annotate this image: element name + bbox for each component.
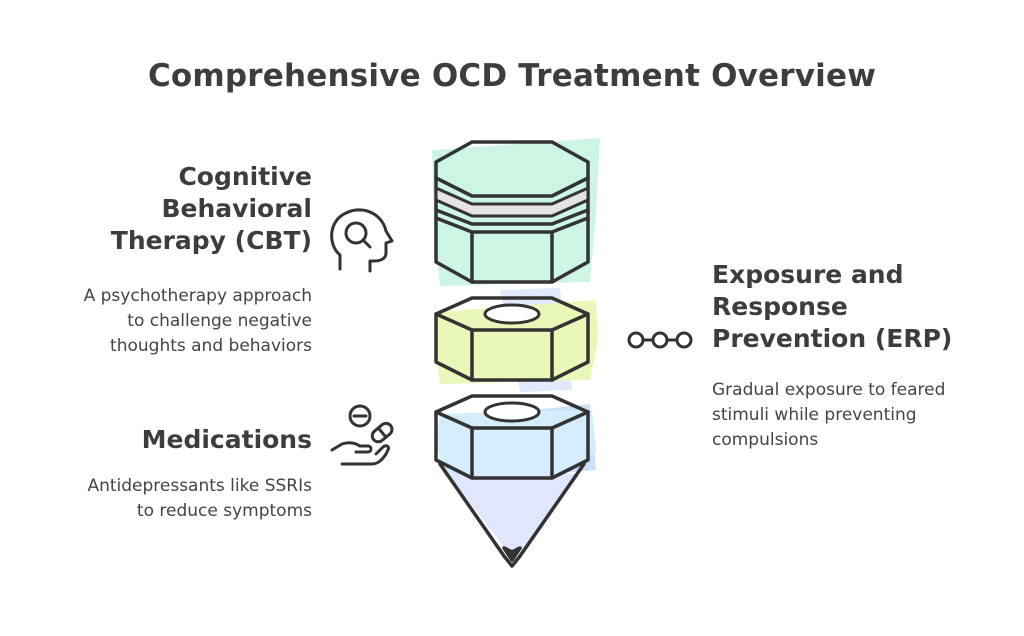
cbt-body-outline	[434, 176, 590, 284]
erp-nut-hole	[483, 303, 541, 325]
pills-hand-icon	[330, 404, 394, 466]
cbt-stack-segment	[432, 138, 600, 286]
cbt-heading-line: Behavioral	[161, 194, 313, 223]
cbt-band	[434, 185, 590, 218]
erp-description: Gradual exposure to feared stimuli while…	[712, 378, 1012, 453]
cbt-description-line: A psychotherapy approach	[83, 286, 312, 306]
medications-heading-line: Medications	[141, 425, 312, 454]
erp-heading-line: Response	[712, 292, 848, 321]
cbt-heading: Cognitive Behavioral Therapy (CBT)	[12, 161, 312, 257]
diagram-title: Comprehensive OCD Treatment Overview	[147, 58, 877, 94]
erp-description-line: stimuli while preventing	[712, 405, 917, 425]
cbt-heading-line: Therapy (CBT)	[110, 226, 312, 255]
cbt-description-line: thoughts and behaviors	[110, 336, 312, 356]
medications-cone-tip	[502, 546, 522, 562]
cbt-band-line	[434, 216, 590, 234]
medications-cone-fill	[448, 474, 580, 560]
erp-nut-top-edge	[434, 312, 590, 332]
cbt-description-line: to challenge negative	[127, 311, 312, 331]
erp-heading: Exposure and Response Prevention (ERP)	[712, 259, 1012, 355]
cbt-heading-line: Cognitive	[178, 162, 312, 191]
erp-heading-line: Exposure and	[712, 260, 904, 289]
cbt-facet-line	[470, 230, 554, 284]
medications-description-line: Antidepressants like SSRIs	[87, 476, 312, 496]
erp-facet-line	[470, 328, 554, 382]
erp-description-line: compulsions	[712, 430, 819, 450]
medications-nut-top-edge	[434, 410, 590, 430]
erp-color-fill	[434, 300, 598, 384]
cbt-lid-outline	[434, 140, 590, 198]
chain-links-icon	[627, 331, 693, 349]
medications-description-line: to reduce symptoms	[136, 501, 312, 521]
erp-heading-line: Prevention (ERP)	[712, 324, 953, 353]
erp-stack-segment	[434, 288, 598, 392]
head-brain-icon	[330, 208, 394, 273]
medications-nut-hole	[483, 401, 541, 423]
medications-facet-line	[470, 426, 554, 480]
erp-description-line: Gradual exposure to feared	[712, 380, 946, 400]
medications-heading: Medications	[12, 424, 312, 456]
cbt-description: A psychotherapy approach to challenge ne…	[0, 284, 312, 359]
medications-stack-segment	[434, 394, 596, 568]
medications-description: Antidepressants like SSRIs to reduce sym…	[0, 474, 312, 524]
medications-cone-outline	[438, 462, 586, 568]
cbt-band-line	[434, 208, 590, 226]
